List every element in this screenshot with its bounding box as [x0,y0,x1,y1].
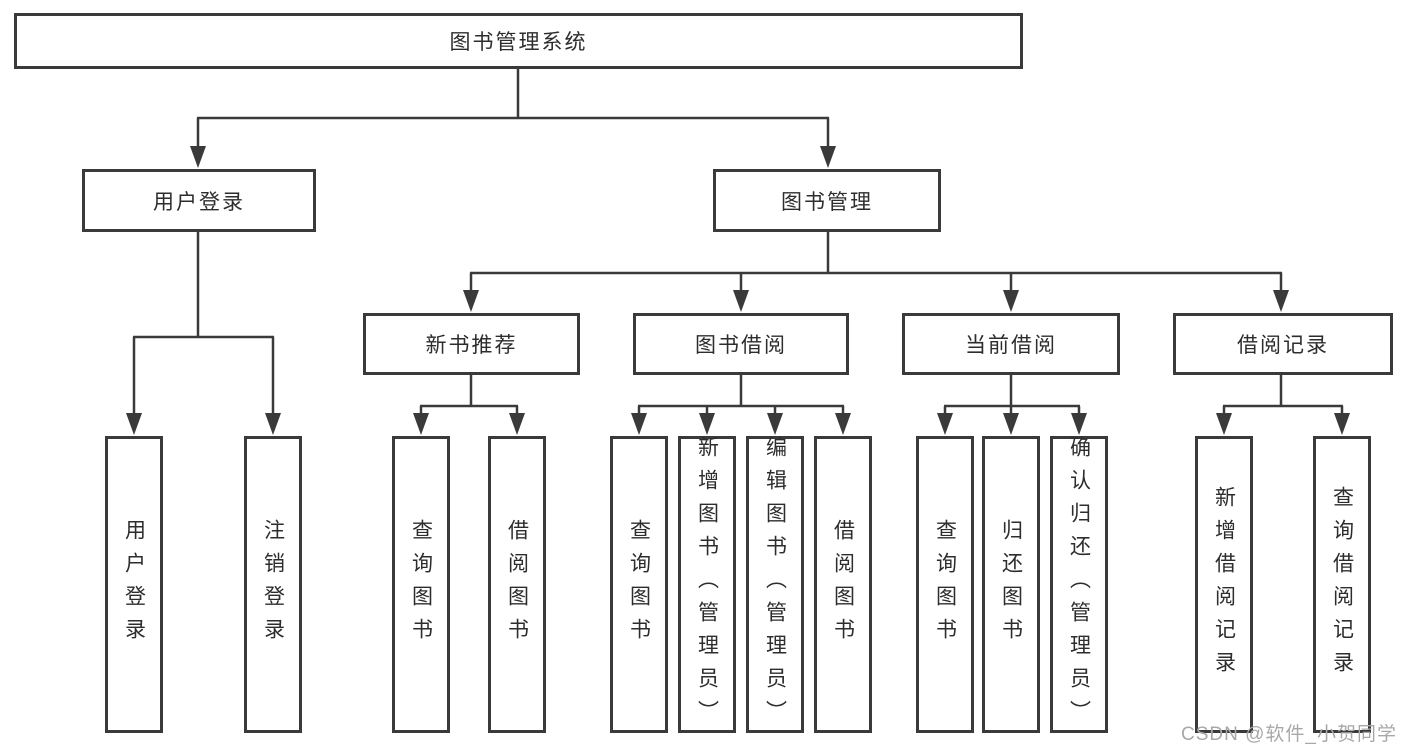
leaf-current-query-books: 查询图书 [916,436,974,733]
leaf-add-borrow-record: 新增借阅记录 [1195,436,1253,733]
node-label: 新增借阅记录 [1212,485,1236,684]
node-label: 借阅记录 [1237,334,1329,357]
node-label: 查询图书 [409,518,433,651]
leaf-edit-books-admin: 编辑图书（管理员） [746,436,804,733]
node-label: 注销登录 [261,518,285,651]
node-label: 新书推荐 [425,334,518,357]
node-user-login: 用户登录 [82,169,316,232]
leaf-newbooks-borrow-books: 借阅图书 [488,436,546,733]
node-label: 查询图书 [933,518,957,651]
node-label: 借阅图书 [831,518,855,651]
node-label: 图书借阅 [695,334,787,357]
leaf-return-books: 归还图书 [982,436,1040,733]
node-label: 新增图书（管理员） [695,436,719,733]
leaf-add-books-admin: 新增图书（管理员） [678,436,736,733]
node-label: 图书管理系统 [449,31,588,54]
node-new-book-recommendation: 新书推荐 [363,313,580,375]
node-current-borrowing: 当前借阅 [902,313,1120,375]
node-label: 查询图书 [627,518,651,651]
leaf-query-borrow-record: 查询借阅记录 [1313,436,1371,733]
node-label: 用户登录 [153,190,245,214]
node-library-management-system: 图书管理系统 [14,13,1023,69]
leaf-confirm-return-admin: 确认归还（管理员） [1050,436,1108,733]
node-label: 确认归还（管理员） [1067,436,1091,733]
node-label: 借阅图书 [505,518,529,651]
leaf-logout: 注销登录 [244,436,302,733]
watermark: CSDN @软件_小贺同学 [1181,724,1397,745]
node-label: 当前借阅 [965,334,1057,357]
node-label: 用户登录 [122,518,146,651]
node-label: 编辑图书（管理员） [763,436,787,733]
node-label: 归还图书 [999,518,1023,651]
leaf-user-login: 用户登录 [105,436,163,733]
node-borrowing-records: 借阅记录 [1173,313,1393,375]
leaf-borrow-borrow-books: 借阅图书 [814,436,872,733]
node-book-management: 图书管理 [713,169,941,232]
leaf-newbooks-query-books: 查询图书 [392,436,450,733]
node-book-borrowing: 图书借阅 [633,313,849,375]
node-label: 查询借阅记录 [1330,485,1354,684]
node-label: 图书管理 [781,190,873,214]
leaf-borrow-query-books: 查询图书 [610,436,668,733]
